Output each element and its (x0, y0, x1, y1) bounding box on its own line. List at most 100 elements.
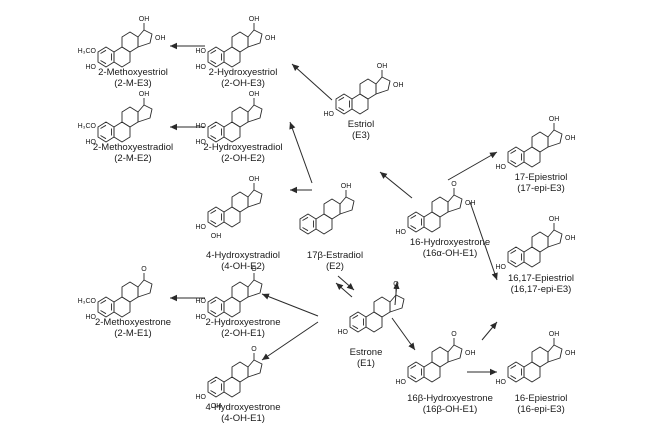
group-left2: HO (496, 379, 507, 386)
group-r1: O (393, 281, 399, 288)
molecule-oh4-e2: HO OH OH 4-Hydroxystradiol(4-OH-E2) (196, 176, 280, 272)
ring-3 (247, 29, 263, 48)
compound-name: 16,17-Epiestriol (508, 273, 574, 284)
compound-abbr: (2-M-E2) (114, 153, 151, 164)
compound-name: 2-Hydroxyestriol (209, 67, 278, 78)
group-left2: HO (196, 394, 207, 401)
ring-2 (231, 31, 249, 53)
ring-2 (121, 31, 139, 53)
group-r1: OH (139, 91, 150, 98)
compound-abbr: (2-M-E3) (114, 78, 151, 89)
group-left2: HO (196, 64, 207, 71)
ring-2 (231, 106, 249, 128)
aromatic-bond (352, 325, 359, 330)
structure-oh4-e2: HO OH OH (196, 176, 263, 240)
aromatic-bond (302, 216, 309, 221)
compound-name: 2-Hydroxyestradiol (203, 142, 282, 153)
ring-3 (547, 129, 563, 148)
group-r1: OH (549, 331, 560, 338)
ring-3 (389, 294, 405, 313)
group-left2: HO (196, 139, 207, 146)
ring-2 (531, 346, 549, 368)
group-r1: O (251, 266, 257, 273)
aromatic-bond (510, 375, 517, 380)
group-left2: HO (396, 229, 407, 236)
reaction-arrow (289, 121, 313, 184)
reaction-arrow (447, 151, 498, 181)
aromatic-bond (100, 124, 107, 129)
ring-2 (531, 131, 549, 153)
compound-abbr: (2-M-E1) (114, 328, 151, 339)
reaction-arrow (261, 321, 319, 361)
ring-2 (373, 296, 391, 318)
group-r2: OH (565, 235, 576, 242)
aromatic-bond (410, 375, 417, 380)
group-left1: H₃CO (78, 48, 97, 55)
aromatic-bond (100, 49, 107, 54)
compound-name: 2-Hydroxyestrone (206, 317, 281, 328)
reaction-arrow (469, 201, 498, 281)
ring-3 (339, 196, 355, 215)
group-r2: OH (465, 350, 476, 357)
compound-abbr: (16-epi-E3) (517, 404, 565, 415)
compound-name: 2-Methoxyestrone (95, 317, 171, 328)
group-left1: HO (196, 123, 207, 130)
group-left1: HO (196, 298, 207, 305)
aromatic-bond (210, 124, 217, 129)
compound-name: 4-Hydroxystradiol (206, 250, 280, 261)
group-left1: HO (196, 48, 207, 55)
aromatic-bond (210, 209, 217, 214)
aromatic-bond (210, 379, 217, 384)
compound-abbr: (E3) (352, 130, 370, 141)
ring-2 (121, 281, 139, 303)
aromatic-bond (100, 299, 107, 304)
group-r1: OH (139, 16, 150, 23)
ring-3 (547, 229, 563, 248)
group-r1: OH (249, 176, 260, 183)
group-left2: HO (324, 111, 335, 118)
group-left2: HO (196, 224, 207, 231)
group-r1: O (451, 331, 457, 338)
ring-3 (247, 189, 263, 208)
aromatic-bond (510, 160, 517, 165)
aromatic-bond (338, 96, 345, 101)
compound-name: 16-Epiestriol (515, 393, 568, 404)
group-left2: HO (496, 164, 507, 171)
ring-3 (137, 104, 153, 123)
aromatic-bond (210, 310, 217, 315)
compound-abbr: (2-OH-E2) (221, 153, 265, 164)
group-left2: HO (86, 314, 97, 321)
reaction-arrow (335, 282, 353, 298)
ring-3 (375, 76, 391, 95)
group-bottom: OH (211, 403, 222, 410)
group-bottom: OH (211, 233, 222, 240)
ring-3 (547, 344, 563, 363)
group-r1: O (451, 181, 457, 188)
compound-name: 17-Epiestriol (515, 172, 568, 183)
compound-name: 16-Hydroxyestrone (410, 237, 490, 248)
ring-3 (247, 359, 263, 378)
compound-abbr: (4-OH-E2) (221, 261, 265, 272)
aromatic-bond (210, 49, 217, 54)
group-r1: OH (377, 63, 388, 70)
ring-3 (247, 104, 263, 123)
aromatic-bond (410, 214, 417, 219)
ring-3 (137, 29, 153, 48)
group-r2: OH (155, 35, 166, 42)
aromatic-bond (510, 149, 517, 154)
aromatic-bond (210, 299, 217, 304)
